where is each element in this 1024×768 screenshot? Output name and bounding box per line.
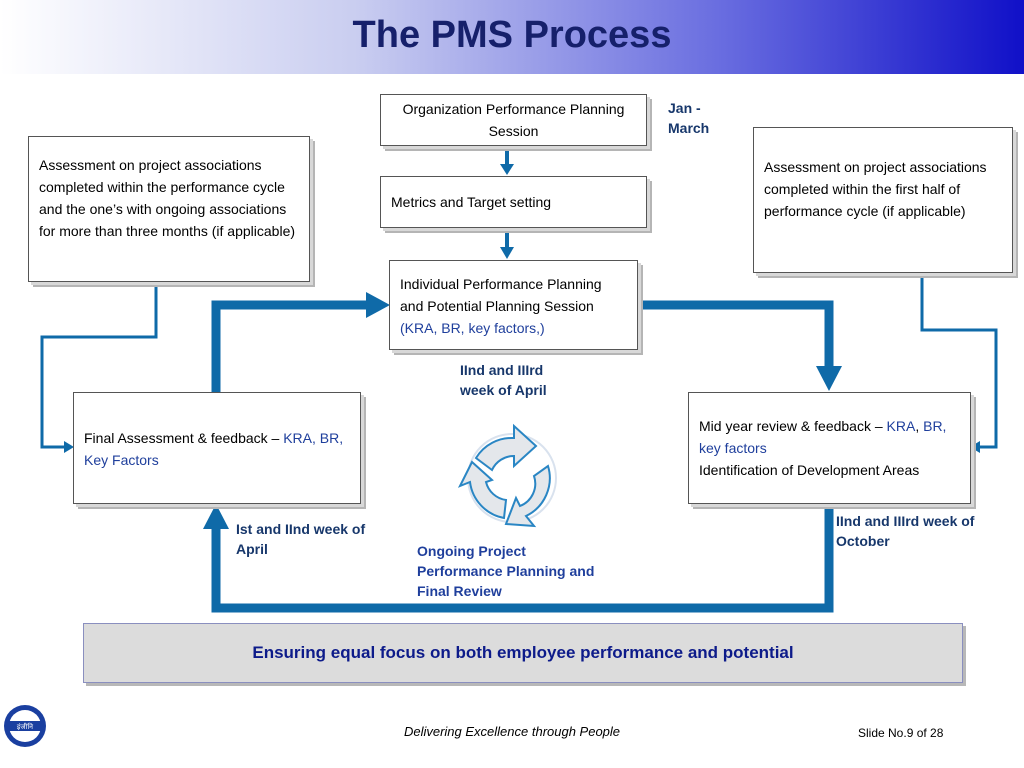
individual-planning-factors: (KRA, BR, key factors,) xyxy=(400,320,545,336)
footer-tagline: Delivering Excellence through People xyxy=(403,724,621,739)
note-october: IInd and IIIrd week of October xyxy=(836,513,975,549)
slide-number: Slide No.9 of 28 xyxy=(858,726,944,740)
note-ongoing: Ongoing Project Performance Planning and… xyxy=(417,543,595,599)
note-jan-march: Jan - March xyxy=(668,100,710,136)
metrics-box: Metrics and Target setting xyxy=(380,176,647,228)
cycle-icon xyxy=(457,423,557,528)
company-logo: इंजीनि xyxy=(4,705,46,747)
loop-mid-to-final xyxy=(211,504,834,613)
loop-final-to-individual-head xyxy=(366,292,390,318)
connector-right-assessment xyxy=(920,273,998,449)
final-assessment-factors: KRA, BR, Key Factors xyxy=(84,430,344,468)
loop-individual-to-mid-head xyxy=(816,366,842,391)
left-assessment-text: Assessment on project associations compl… xyxy=(39,157,296,239)
org-planning-box: Organization Performance Planning Sessio… xyxy=(380,94,647,146)
logo-text: इंजीनि xyxy=(17,722,33,731)
connector-left-assessment-head xyxy=(64,441,74,453)
mid-year-text: Mid year review & feedback – xyxy=(699,418,887,434)
note-april-2-3: IInd and IIIrd week of April xyxy=(460,362,547,398)
mid-year-comma: , xyxy=(915,418,920,434)
connector-right-assessment-head xyxy=(970,441,980,453)
mid-year-development: Identification of Development Areas xyxy=(699,462,920,478)
loop-final-to-individual xyxy=(211,300,370,392)
final-assessment-text: Final Assessment & feedback – xyxy=(84,430,284,446)
focus-banner-text: Ensuring equal focus on both employee pe… xyxy=(252,643,794,662)
individual-planning-text: Individual Performance Planning and Pote… xyxy=(400,276,602,314)
final-assessment-box: Final Assessment & feedback – KRA, BR, K… xyxy=(73,392,361,504)
metrics-text: Metrics and Target setting xyxy=(391,194,552,210)
org-planning-text: Organization Performance Planning Sessio… xyxy=(402,101,625,139)
loop-mid-to-final-head xyxy=(203,504,229,529)
mid-year-box: Mid year review & feedback – KRA, BR, ke… xyxy=(688,392,971,504)
right-assessment-text: Assessment on project associations compl… xyxy=(764,159,987,219)
individual-planning-box: Individual Performance Planning and Pote… xyxy=(389,260,638,350)
slide-title: The PMS Process xyxy=(352,14,672,56)
header-gradient xyxy=(0,0,1024,74)
loop-individual-to-mid xyxy=(638,300,834,368)
focus-banner: Ensuring equal focus on both employee pe… xyxy=(83,623,963,683)
right-assessment-box: Assessment on project associations compl… xyxy=(753,127,1013,273)
mid-year-factors: BR, key factors xyxy=(699,418,947,456)
connector-left-assessment xyxy=(40,282,158,449)
left-assessment-box: Assessment on project associations compl… xyxy=(28,136,310,282)
arrow-metrics-to-individual-head xyxy=(500,247,514,259)
note-april-1-2: Ist and IInd week of April xyxy=(236,521,366,557)
mid-year-kra: KRA xyxy=(886,418,916,434)
arrow-org-to-metrics-head xyxy=(500,164,514,175)
